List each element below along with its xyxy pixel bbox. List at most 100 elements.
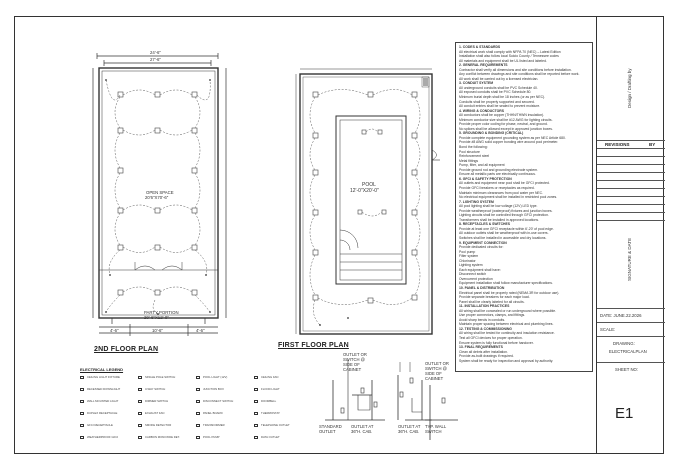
note-line: Pool pump (459, 249, 476, 254)
legend-item-label: 3-WAY SWITCH (145, 387, 166, 391)
note-line: No electrical equipment shall be install… (459, 195, 558, 200)
legend-symbol (196, 376, 200, 379)
first-floor-title: FIRST FLOOR PLAN (278, 342, 349, 349)
legend-item-label: POOL LIGHT (12V) (203, 375, 228, 379)
legend-symbol (80, 388, 84, 391)
dim-top-a: 24'-6" (150, 50, 161, 55)
legend-item-label: THERMOSTAT (261, 411, 280, 415)
note-heading: 4. WIRING & CONDUCTORS (459, 108, 504, 113)
note-line: Installation shall also follow local Sui… (459, 54, 559, 59)
drawing-value: ELECTRICALPLAN (609, 349, 647, 354)
note-line: Lighting system (459, 263, 483, 268)
detail-standard-outlet: STANDARD OUTLET (319, 424, 342, 434)
detail-outlet-switch-b: OUTLET OR SWITCH @ SIDE OF CABINET (425, 361, 449, 381)
drawing-cell: DRAWING: ELECTRICALPLAN (597, 336, 665, 362)
note-line: System shall be ready for inspection and… (459, 358, 554, 363)
legend-symbol (138, 400, 142, 403)
legend-item-label: POOL PUMP (203, 435, 220, 439)
legend-item-label: CEILING LIGHT FIXTURE (87, 375, 120, 379)
legend-item-label: CEILING FAN (261, 375, 279, 379)
detail-wall-switch: TYP. WALL SWITCH (425, 424, 447, 434)
legend-item-label: WALL MOUNTED LIGHT (87, 399, 119, 403)
note-line: Chlorinator (459, 258, 476, 263)
note-line: Ensure system is fully functional before… (459, 340, 534, 345)
legend-item-label: SINGLE POLE SWITCH (145, 375, 176, 379)
note-heading: 7. LIGHTING SYSTEM (459, 199, 494, 204)
legend-item-label: RECESSED DOWNLIGHT (87, 387, 121, 391)
note-line: Provide dedicated circuits for: (459, 245, 504, 250)
legend-symbol (80, 436, 84, 439)
legend-symbol (138, 436, 142, 439)
note-heading: 5. GROUNDING & BONDING (CRITICAL) (459, 131, 524, 136)
note-line: Ensure all metallic parts are electrical… (459, 172, 536, 177)
note-line: Provide proper color coding for phase, n… (459, 122, 548, 127)
legend-symbol (254, 436, 258, 439)
note-line: Provide #8 AWG solid copper bonding wire… (459, 140, 559, 145)
note-line: Maintain minimum clearances from pool wa… (459, 190, 544, 195)
note-line: All wiring shall be tested for continuit… (459, 331, 555, 336)
revision-row (597, 164, 665, 172)
date-label: DATE: JUNE.22.2026 (600, 313, 642, 318)
drawing-label: DRAWING: (613, 341, 635, 346)
open-space-dims: 20'6"X70'-6" (145, 195, 169, 200)
dim-bottom-a: 4'-6" (110, 328, 119, 333)
note-line: Maintain proper spacing between electric… (459, 322, 554, 327)
sheet-number: E1 (615, 405, 634, 422)
note-line: Equipment installation shall follow manu… (459, 281, 553, 286)
note-heading: 9. EQUIPMENT CONNECTION (459, 240, 507, 245)
note-line: Minimum conductor size shall be #12 AWG … (459, 117, 553, 122)
revision-row (597, 188, 665, 196)
legend-symbol (138, 424, 142, 427)
legend-item-label: TELEPHONE OUTLET (261, 423, 290, 427)
note-line: Provide weatherproof (waterproof) fixtur… (459, 208, 553, 213)
note-line: All outdoor outlets shall be weatherproo… (459, 231, 549, 236)
legend-item-label: FLOOD LIGHT (261, 387, 280, 391)
date-cell: DATE: JUNE.22.2026 (597, 308, 665, 322)
note-line: Provide separate breakers for each major… (459, 295, 530, 300)
note-line: Panel shall be clearly labeled for all c… (459, 299, 525, 304)
legend-symbol (254, 412, 258, 415)
note-line: Provide at least one GFCI receptacle wit… (459, 226, 554, 231)
legend-symbol (138, 388, 142, 391)
note-line: Any conflict between drawings and site c… (459, 72, 580, 77)
note-line: Pool structure (459, 149, 480, 154)
legend-title: ELECTRICAL LEGEND (80, 367, 124, 372)
party-portion-label: PARTY PORTION (144, 310, 179, 315)
legend-symbol (80, 412, 84, 415)
revision-row (597, 148, 665, 156)
note-heading: 2. GENERAL REQUIREMENTS (459, 63, 508, 68)
detail-outlet-cab-a: OUTLET AT 36"H. CAB. (351, 424, 374, 434)
legend-item-label: CARBON MONOXIDE DET. (145, 435, 180, 439)
note-line: Lighting circuits shall be controlled th… (459, 213, 549, 218)
legend-symbol (196, 424, 200, 427)
note-heading: 11. INSTALLATION PRACTICES (459, 304, 510, 309)
scale-cell: SCALE: (597, 322, 665, 336)
legend-item-label: DISCONNECT SWITCH (203, 399, 234, 403)
design-label: Design / Drafting by (627, 68, 632, 108)
legend-symbol (196, 400, 200, 403)
note-heading: 6. GFCI & SAFETY PROTECTION (459, 176, 512, 181)
note-line: Use proper connectors, clamps, and fitti… (459, 313, 526, 318)
legend-symbol (254, 424, 258, 427)
note-line: Avoid sharp bends in conduits. (459, 317, 506, 322)
legend-item-label: DUPLEX RECEPTACLE (87, 411, 118, 415)
pool-dims: 12'-0"X20'-0" (350, 188, 379, 194)
note-line: All materials and equipment shall be UL … (459, 58, 547, 63)
legend-item-label: DOORBELL (261, 399, 277, 403)
revision-row (597, 204, 665, 212)
note-line: Minimum burial depth shall be 18 inches … (459, 95, 546, 100)
legend-symbol (196, 412, 200, 415)
note-line: Electrical panel shall be properly rated… (459, 290, 560, 295)
note-line: Metal fittings (459, 158, 479, 163)
note-line: Reinforcement steel (459, 154, 490, 159)
detail-outlet-switch-a: OUTLET OR SWITCH @ SIDE OF CABINET (343, 352, 367, 372)
legend-item-label: JUNCTION BOX (203, 387, 224, 391)
note-line: Filter system (459, 254, 479, 259)
drawing-sheet-border (14, 16, 664, 454)
open-space-label: OPEN SPACE (146, 190, 174, 195)
legend-item-label: SMOKE DETECTOR (145, 423, 172, 427)
note-heading: 12. TESTING & COMMISSIONING (459, 326, 512, 331)
